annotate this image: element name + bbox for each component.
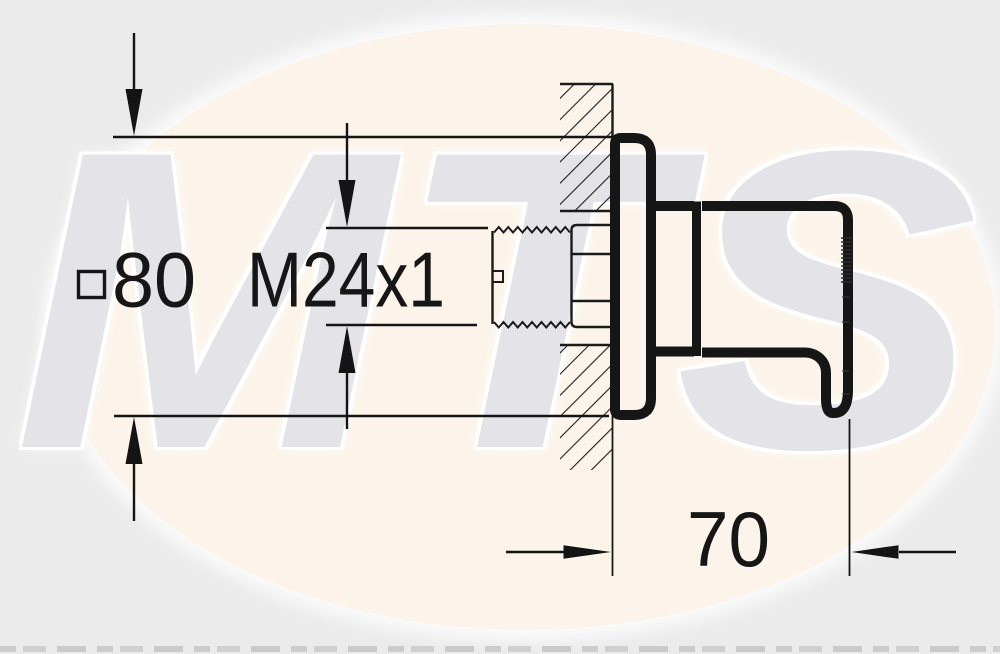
dim-m24	[326, 123, 488, 429]
watermark-ellipse	[55, 24, 995, 630]
handle-lever	[702, 201, 853, 418]
arrow-up-icon	[125, 417, 143, 464]
label-square-size: 80	[112, 236, 196, 324]
torn-edge-pattern	[0, 646, 1000, 652]
arrow-down-icon	[338, 180, 356, 227]
label-projection-depth: 70	[687, 495, 770, 583]
wall-section-upper	[560, 82, 614, 213]
hex-nut	[570, 223, 611, 329]
thread-pipe	[491, 225, 571, 330]
valve-neck	[651, 201, 701, 357]
dim-70	[506, 419, 956, 576]
dim-80	[113, 33, 612, 521]
wall-section-lower	[560, 343, 614, 576]
arrow-up-icon	[338, 326, 356, 373]
arrow-right-icon	[563, 545, 611, 559]
label-thread-spec: M24x1	[247, 236, 445, 324]
square-symbol-icon	[76, 269, 107, 300]
watermark-text: MTS	[14, 63, 981, 538]
stem-slot	[492, 270, 504, 283]
knurl-texture	[841, 237, 853, 395]
arrow-down-icon	[125, 89, 143, 136]
arrow-left-icon	[851, 545, 899, 559]
escutcheon-plate	[610, 133, 656, 420]
